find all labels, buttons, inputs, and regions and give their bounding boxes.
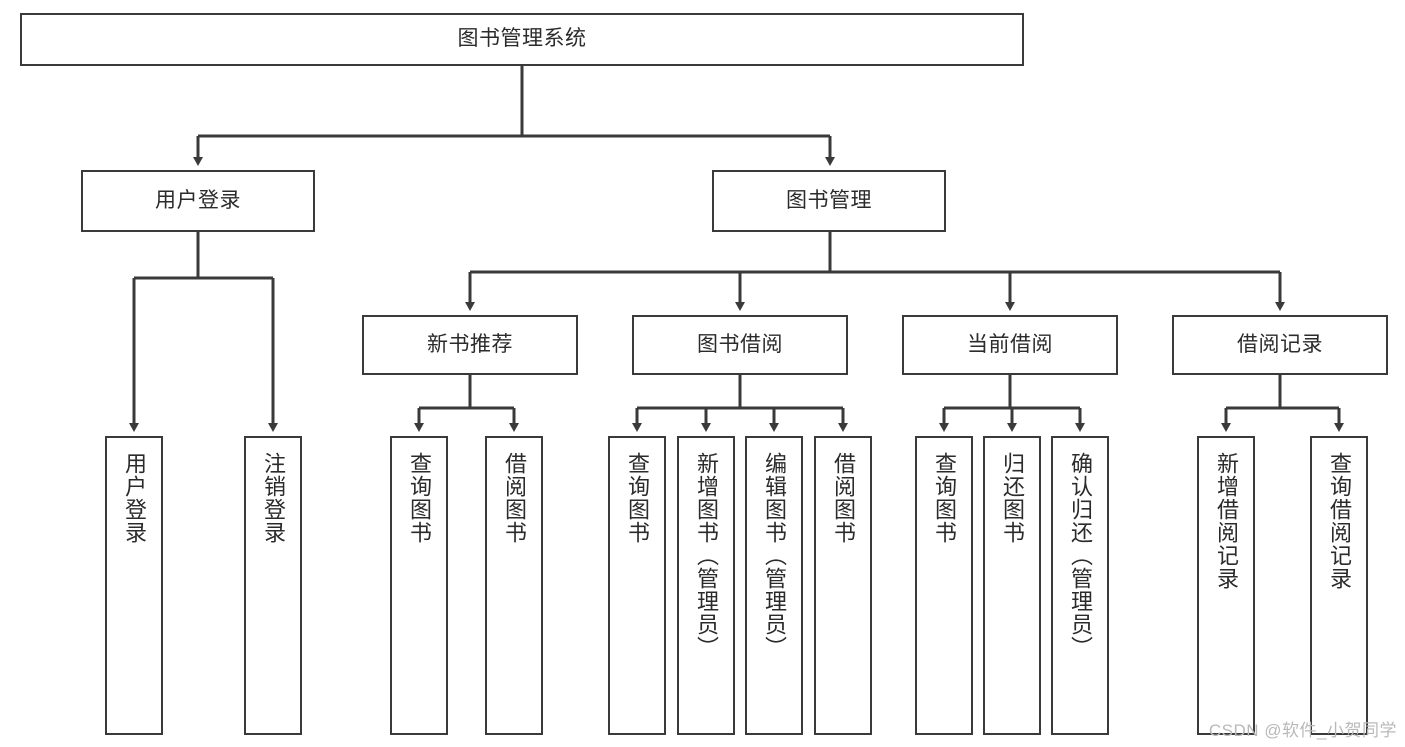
leaf-edit-book-admin[interactable]: 编辑图书（管理员） — [745, 436, 803, 735]
leaf-query-book-1-label: 查询图书 — [406, 452, 432, 544]
leaf-query-borrow-record[interactable]: 查询借阅记录 — [1310, 436, 1368, 735]
node-user-login-label: 用户登录 — [155, 188, 241, 212]
leaf-return-book-label: 归还图书 — [999, 452, 1025, 544]
leaf-borrow-book-1[interactable]: 借阅图书 — [485, 436, 543, 735]
leaf-query-book-2[interactable]: 查询图书 — [608, 436, 666, 735]
leaf-add-book-admin[interactable]: 新增图书（管理员） — [677, 436, 735, 735]
node-root[interactable]: 图书管理系统 — [20, 13, 1024, 66]
node-user-login[interactable]: 用户登录 — [81, 170, 315, 232]
leaf-borrow-book-2-label: 借阅图书 — [830, 452, 856, 544]
leaf-confirm-return-admin[interactable]: 确认归还（管理员） — [1051, 436, 1109, 735]
leaf-borrow-book-2[interactable]: 借阅图书 — [814, 436, 872, 735]
leaf-user-login-label: 用户登录 — [121, 452, 147, 544]
node-book-management[interactable]: 图书管理 — [712, 170, 946, 232]
leaf-query-book-1[interactable]: 查询图书 — [390, 436, 448, 735]
leaf-edit-book-admin-label: 编辑图书（管理员） — [761, 452, 787, 659]
leaf-query-book-3[interactable]: 查询图书 — [915, 436, 973, 735]
leaf-user-login[interactable]: 用户登录 — [105, 436, 163, 735]
leaf-add-book-admin-label: 新增图书（管理员） — [693, 452, 719, 659]
node-current-borrow[interactable]: 当前借阅 — [902, 315, 1118, 375]
leaf-query-book-3-label: 查询图书 — [931, 452, 957, 544]
leaf-query-book-2-label: 查询图书 — [624, 452, 650, 544]
leaf-user-logout[interactable]: 注销登录 — [244, 436, 302, 735]
node-root-label: 图书管理系统 — [457, 27, 587, 51]
node-current-borrow-label: 当前借阅 — [967, 332, 1053, 356]
leaf-add-borrow-record-label: 新增借阅记录 — [1213, 452, 1239, 590]
watermark-text: CSDN @软件_小贺同学 — [1208, 721, 1397, 740]
node-book-management-label: 图书管理 — [786, 188, 872, 212]
node-borrow-record-label: 借阅记录 — [1237, 332, 1323, 356]
leaf-user-logout-label: 注销登录 — [260, 452, 286, 544]
leaf-return-book[interactable]: 归还图书 — [983, 436, 1041, 735]
node-book-borrow-label: 图书借阅 — [697, 332, 783, 356]
node-book-borrow[interactable]: 图书借阅 — [632, 315, 848, 375]
leaf-borrow-book-1-label: 借阅图书 — [501, 452, 527, 544]
leaf-confirm-return-admin-label: 确认归还（管理员） — [1067, 452, 1093, 659]
leaf-add-borrow-record[interactable]: 新增借阅记录 — [1197, 436, 1255, 735]
node-new-book-recommend-label: 新书推荐 — [427, 332, 513, 356]
node-new-book-recommend[interactable]: 新书推荐 — [362, 315, 578, 375]
leaf-query-borrow-record-label: 查询借阅记录 — [1326, 452, 1352, 590]
node-borrow-record[interactable]: 借阅记录 — [1172, 315, 1388, 375]
